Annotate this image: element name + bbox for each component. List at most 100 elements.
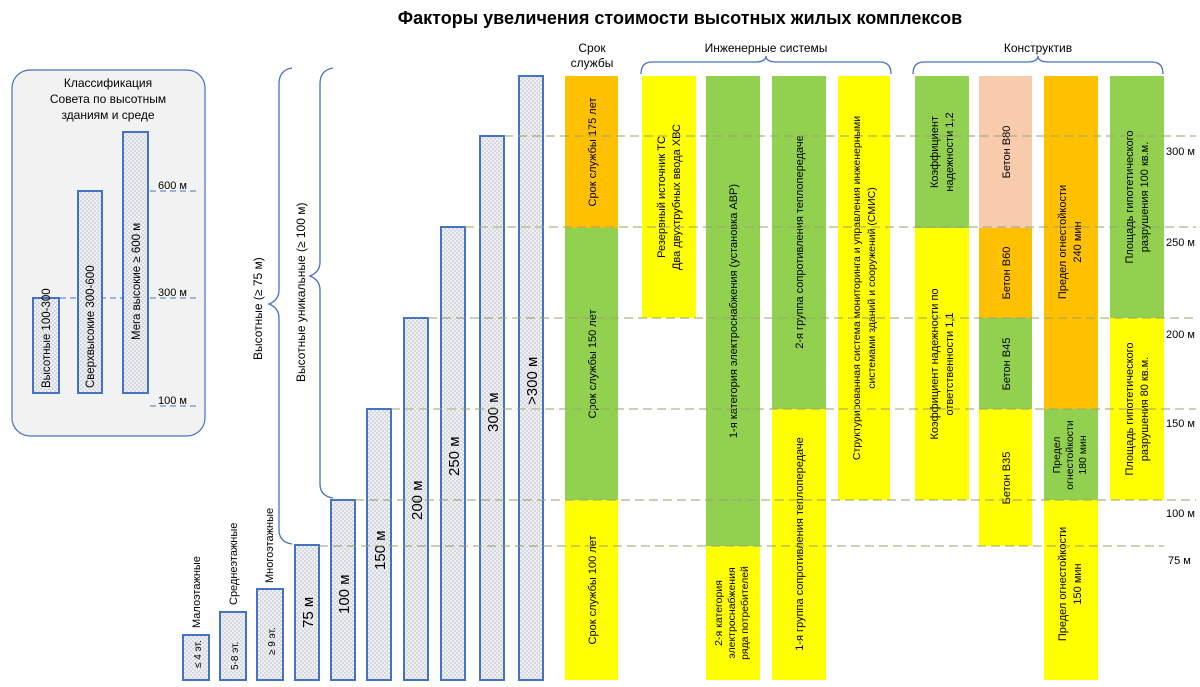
level-label-300: 300 м [1166,146,1195,158]
engineering-power2-line2: электроснабжения [726,567,738,658]
structure-fire-180 [1044,409,1098,500]
structure-concrete-b35 [979,409,1032,546]
classification-heading-3: зданиям и среде [61,108,154,122]
floor-bar-mid [219,611,247,681]
structure-fire-180-line2: огнестойкости [1064,420,1076,490]
height-bar-over-300-label: >300 м [524,357,541,405]
height-bar-250 [440,226,466,681]
floor-category-mid: Среднеэтажные [228,523,240,605]
class-bar-super-label: Сверхвысокие 300-600 [85,265,97,388]
floor-bar-low [182,634,210,681]
bracket-high-label: Высотные (≥ 75 м) [251,257,265,360]
class-bar-mega-label: Мега высокие ≥ 600 м [131,223,143,340]
engineering-heat2 [772,76,826,409]
classification-panel [11,69,206,437]
engineering-reserve-line2: Два двухтрубных ввода ХВС [671,124,683,270]
structure-reliability-line2: надежности 1,2 [944,112,956,191]
engineering-power2-line3: ряда потребителей [739,566,751,660]
structure-responsibility-line1: Коэффициент надежности по [929,288,941,439]
engineering-power1 [706,76,760,546]
height-bar-150 [366,408,392,681]
structure-responsibility [915,228,969,500]
floor-bar-multi-label: ≥ 9 эт. [267,627,278,655]
classification-heading-2: Совета по высотным [50,92,166,106]
header-service-1: Срок [578,41,606,55]
structure-responsibility-line2: ответственности 1,1 [944,313,956,416]
level-label-150: 150 м [1166,418,1195,430]
height-bar-75 [294,544,320,681]
height-bar-150-label: 150 м [372,530,389,570]
level-label-75: 75 м [1168,555,1191,567]
height-bar-300-label: 300 м [485,392,502,432]
height-bar-75-label: 75 м [300,597,317,628]
class-bar-super [77,190,103,394]
page-title: Факторы увеличения стоимости высотных жи… [398,8,962,28]
engineering-power2-line1: 2-я категория [713,580,725,646]
height-bar-250-label: 250 м [446,436,463,476]
class-tick-600: 600 м [158,180,187,192]
structure-concrete-b80 [979,76,1032,228]
level-label-250: 250 м [1166,237,1195,249]
engineering-power2 [706,546,760,680]
floor-bar-low-label: ≤ 4 эт. [193,640,204,668]
service-150 [565,228,618,500]
height-bar-200 [403,317,429,681]
floor-bar-multi [256,588,284,681]
service-100 [565,500,618,680]
structure-reliability [915,76,969,228]
height-bar-over-300 [518,75,544,681]
class-tick-300: 300 м [158,287,187,299]
service-175-label: Срок службы 175 лет [587,98,599,207]
engineering-heat1 [772,409,826,680]
brace-engineering [640,55,892,75]
service-150-label: Срок службы 150 лет [587,310,599,419]
structure-concrete-b45-label: Бетон В45 [1001,338,1013,391]
service-175 [565,76,618,228]
brace-structure [912,55,1164,75]
bracket-unique-label: Высотные уникальные (≥ 100 м) [294,203,308,382]
bracket-unique [308,67,334,499]
header-engineering: Инженерные системы [705,41,828,55]
structure-concrete-b60 [979,228,1032,318]
structure-fire-240-line1: Предел огнестойкости [1057,185,1069,299]
header-service-2: службы [571,56,614,70]
structure-fire-150-line1: Предел огнестойкости [1057,527,1069,641]
structure-fire-180-line3: 180 мин [1077,435,1089,475]
structure-concrete-b80-label: Бетон В80 [1001,126,1013,179]
floor-category-multi: Многоэтажные [264,508,276,583]
engineering-smis-line1: Структурированная система мониторинга и … [851,116,863,460]
structure-fire-180-line1: Предел [1051,437,1063,474]
structure-area-100-line1: Площадь гипотетического [1124,130,1136,263]
service-100-label: Срок службы 100 лет [587,536,599,645]
structure-reliability-line1: Коэффициент [929,116,941,188]
structure-fire-150 [1044,500,1098,680]
structure-area-80-line1: Площадь гипотетического [1124,342,1136,475]
structure-area-100-line2: разрушения 100 кв.м. [1139,142,1151,253]
engineering-reserve-line1: Резервный источник ТС [656,136,668,258]
engineering-power1-label: 1-я категория электроснабжения (установк… [728,184,740,438]
height-bar-100 [330,499,356,681]
level-label-200: 200 м [1166,329,1195,341]
bracket-high [267,67,293,545]
class-bar-mega [122,131,149,394]
structure-concrete-b35-label: Бетон В35 [1001,452,1013,505]
floor-bar-mid-label: 5-8 эт. [230,642,241,670]
floor-category-low: Малоэтажные [191,556,203,628]
class-bar-high [32,297,60,394]
structure-area-80-line2: разрушения 80 кв.м. [1139,357,1151,461]
structure-area-100 [1110,76,1164,318]
structure-fire-240-line2: 240 мин [1072,221,1084,262]
header-structure: Конструктив [1004,41,1072,55]
structure-fire-150-line2: 150 мин [1072,563,1084,604]
class-bar-high-label: Высотные 100-300 [41,288,53,388]
classification-heading-1: Классификация [64,76,152,90]
structure-concrete-b60-label: Бетон В60 [1001,247,1013,300]
engineering-heat2-label: 2-я группа сопротивления теплопередаче [794,135,806,348]
engineering-smis-line2: системами зданий и сооружений (СМИС) [866,187,878,389]
height-bar-100-label: 100 м [336,574,353,614]
engineering-reserve [642,76,696,318]
structure-fire-240 [1044,76,1098,409]
engineering-smis [838,76,890,500]
level-label-100: 100 м [1166,508,1195,520]
